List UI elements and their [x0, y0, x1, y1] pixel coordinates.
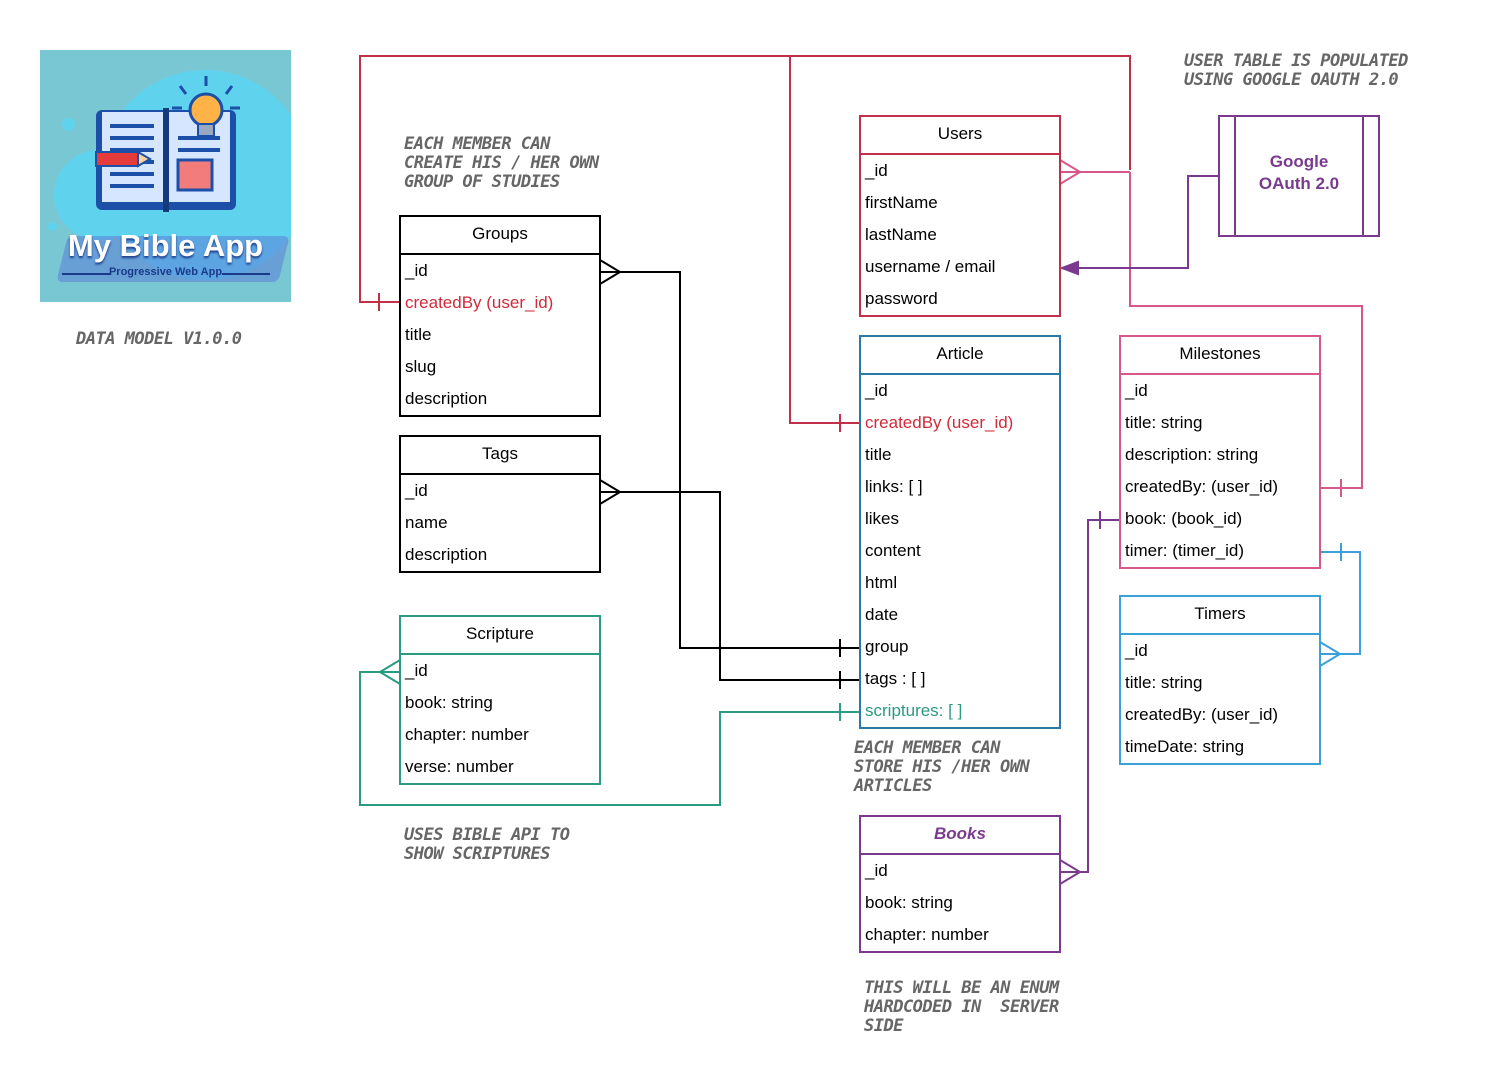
google-oauth-label: Google OAuth 2.0 [1258, 152, 1340, 193]
field: verse: number [405, 757, 514, 776]
app-subtitle: Progressive Web App [108, 266, 223, 278]
entity-title: Users [861, 117, 1059, 155]
app-logo: My Bible App Progressive Web App [40, 50, 291, 302]
lightbulb-icon [188, 92, 224, 128]
field: scriptures: [ ] [865, 701, 963, 720]
field: chapter: number [865, 925, 989, 944]
entity-title: Scripture [401, 617, 599, 655]
field: chapter: number [405, 725, 529, 744]
field: lastName [865, 225, 937, 244]
field: username / email [865, 257, 996, 276]
field: title: string [1125, 413, 1203, 432]
field: password [865, 289, 938, 308]
field: description: string [1125, 445, 1259, 464]
google-users-line [1075, 175, 1218, 269]
entity-title: Books [861, 817, 1059, 855]
field: html [865, 573, 898, 592]
field: timer: (timer_id) [1125, 541, 1245, 560]
scriptures-note: USES BIBLE API TO SHOW SCRIPTURES [404, 825, 570, 864]
entity-title: Timers [1121, 597, 1319, 635]
field: links: [ ] [865, 477, 923, 496]
field: createdBy: (user_id) [1125, 705, 1279, 724]
field: _id [865, 161, 888, 180]
field: likes [865, 509, 900, 528]
field: group [865, 637, 909, 656]
entity-timers: Timers _id title: string createdBy: (use… [1119, 595, 1321, 765]
field: book: (book_id) [1125, 509, 1243, 528]
users-crowfoot [1059, 159, 1130, 185]
field: _id [405, 261, 428, 280]
books-note: THIS WILL BE AN ENUM HARDCODED IN SERVER… [864, 978, 1059, 1036]
field: title: string [1125, 673, 1203, 692]
articles-note: EACH MEMBER CAN STORE HIS /HER OWN ARTIC… [854, 738, 1030, 796]
google-users-arrow [1059, 260, 1079, 276]
entity-article: Article _id createdBy (user_id) title li… [859, 335, 1061, 729]
field: title [865, 445, 892, 464]
field: firstName [865, 193, 938, 212]
field: slug [405, 357, 437, 376]
google-oauth-box: Google OAuth 2.0 [1218, 115, 1380, 237]
field: createdBy: (user_id) [1125, 477, 1279, 496]
field: _id [1125, 381, 1148, 400]
field: _id [865, 861, 888, 880]
tags-crowfoot [599, 479, 860, 681]
field: _id [405, 661, 428, 680]
app-title: My Bible App [67, 228, 264, 263]
field: date [865, 605, 899, 624]
field: description [405, 545, 488, 564]
entity-title: Article [861, 337, 1059, 375]
field: timeDate: string [1125, 737, 1245, 756]
field: book: string [405, 693, 493, 712]
field: book: string [865, 893, 953, 912]
field: description [405, 389, 488, 408]
scripture-article-line [359, 671, 860, 806]
books-milestones-line [1060, 519, 1120, 873]
users-article-line [789, 56, 860, 424]
entity-milestones: Milestones _id title: string description… [1119, 335, 1321, 569]
entity-users: Users _id firstName lastName username / … [859, 115, 1061, 317]
users-note: USER TABLE IS POPULATED USING GOOGLE OAU… [1184, 51, 1408, 90]
entity-scripture: Scripture _id book: string chapter: numb… [399, 615, 601, 785]
entity-groups: Groups _id createdBy (user_id) title slu… [399, 215, 601, 417]
field: _id [1125, 641, 1148, 660]
entity-title: Groups [401, 217, 599, 255]
books-crowfoot [1059, 859, 1082, 885]
field: createdBy (user_id) [865, 413, 1014, 432]
data-model-version-note: DATA MODEL V1.0.0 [76, 329, 242, 349]
field: content [865, 541, 921, 560]
entity-books: Books _id book: string chapter: number [859, 815, 1061, 953]
field: name [405, 513, 448, 532]
open-book-icon [95, 76, 240, 212]
groups-note: EACH MEMBER CAN CREATE HIS / HER OWN GRO… [404, 134, 599, 192]
field: _id [405, 481, 428, 500]
field: createdBy (user_id) [405, 293, 554, 312]
field: _id [865, 381, 888, 400]
users-groups-line [359, 55, 1131, 303]
groups-crowfoot [599, 259, 860, 649]
timers-milestones-line [1320, 551, 1361, 655]
timers-crowfoot [1319, 641, 1342, 667]
scripture-crowfoot [378, 659, 401, 685]
entity-title: Tags [401, 437, 599, 475]
entity-tags: Tags _id name description [399, 435, 601, 573]
field: tags : [ ] [865, 669, 926, 688]
users-milestones-line [1129, 172, 1363, 489]
field: title [405, 325, 432, 344]
entity-title: Milestones [1121, 337, 1319, 375]
